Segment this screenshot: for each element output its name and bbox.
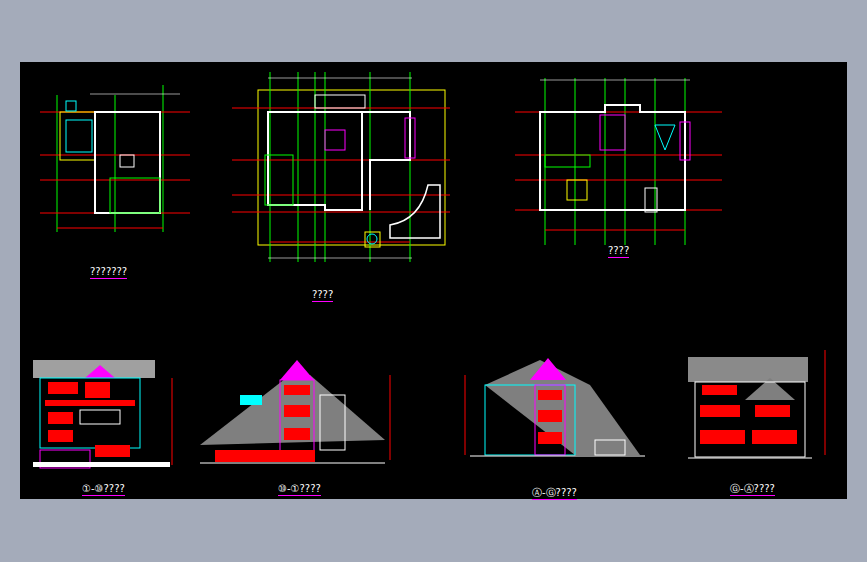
drawing-title: Ⓖ-Ⓐ???? <box>730 483 775 496</box>
drawing-title: ①-⑩???? <box>82 483 125 496</box>
drawing-title: ⑩-①???? <box>278 483 321 496</box>
drawing-title: ???? <box>608 245 629 258</box>
drawing-title: Ⓐ-Ⓖ???? <box>532 487 577 500</box>
drawing-title: ???? <box>312 289 333 302</box>
drawing-title: ??????? <box>90 266 127 279</box>
